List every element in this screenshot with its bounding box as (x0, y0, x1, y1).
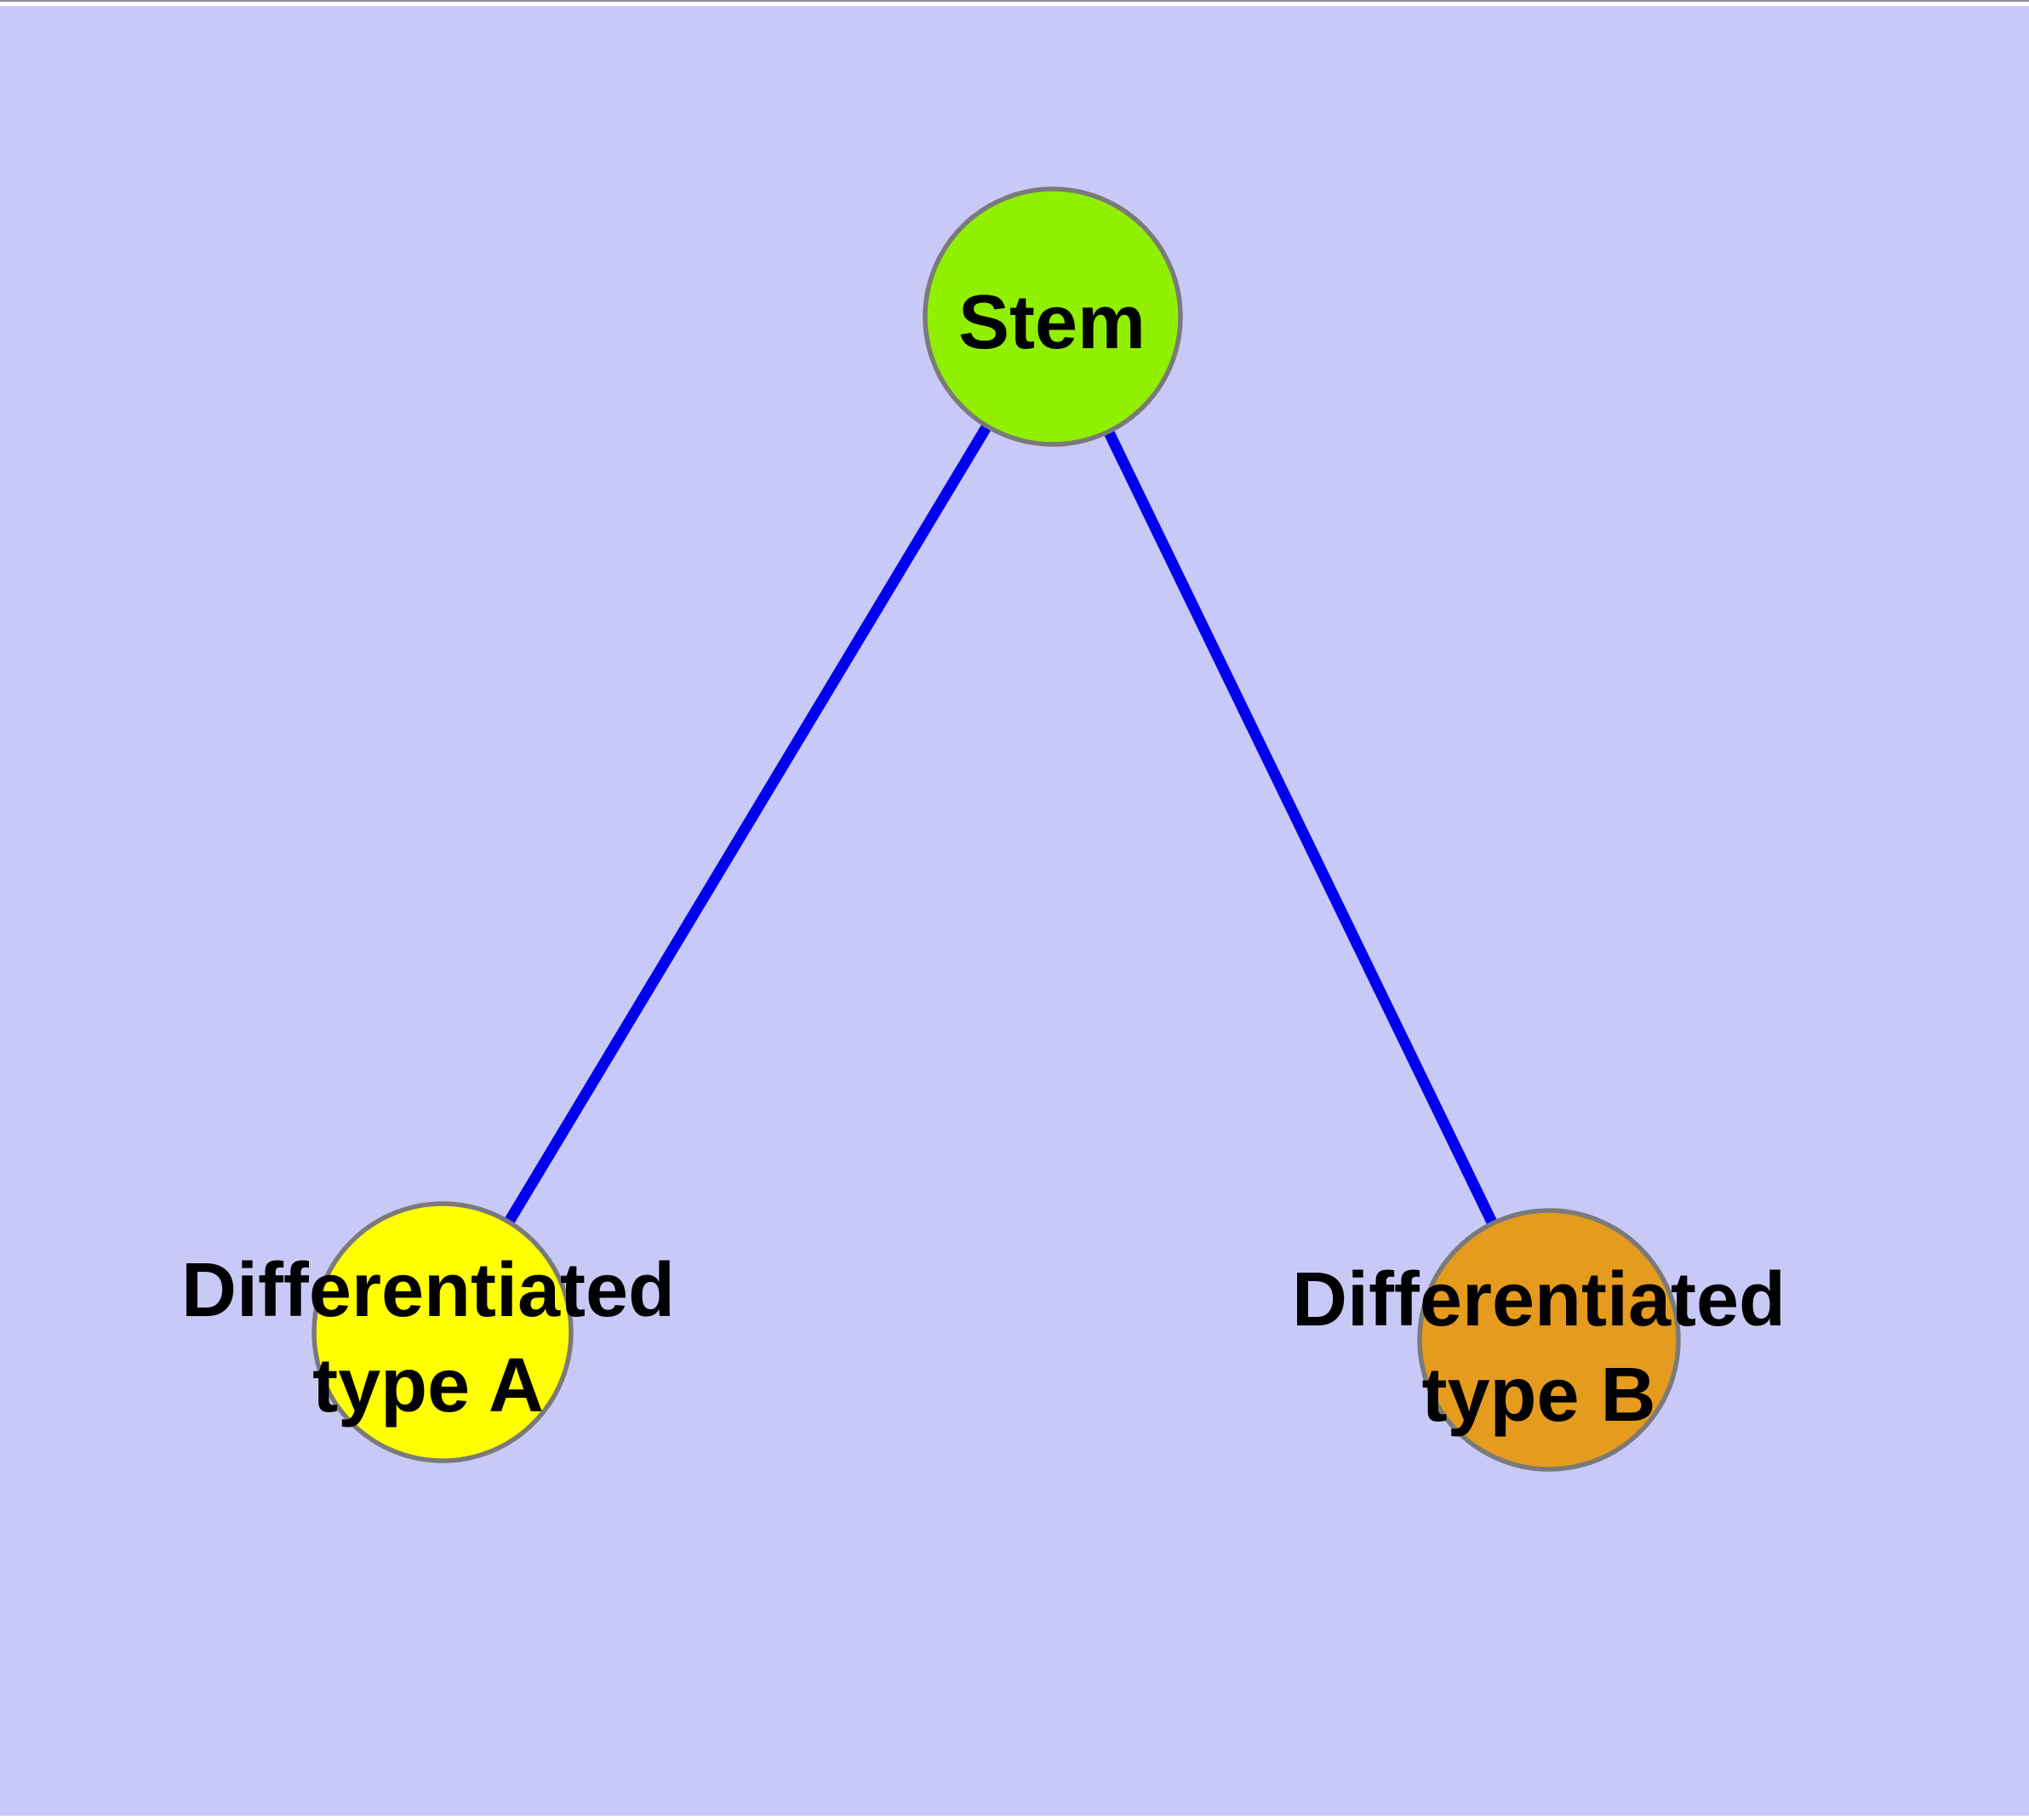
differentiated-type-a-label-line-1: Differentiated (181, 1248, 675, 1333)
stem-label-line-1: Stem (958, 280, 1146, 365)
node-stem[interactable]: Stem (923, 186, 1183, 447)
stem-circle[interactable] (923, 186, 1183, 447)
top-border-strip (0, 0, 2029, 6)
edge-stem-to-differentiated-type-b (1048, 314, 1554, 1342)
differentiated-type-b-label-line-1: Differentiated (1292, 1257, 1786, 1342)
node-differentiated-type-a[interactable]: Differentiated type A (181, 1201, 675, 1463)
differentiated-type-b-label-line-2: type B (1421, 1353, 1655, 1438)
edge-stem-to-differentiated-type-a (437, 313, 1058, 1336)
differentiated-type-a-circle[interactable] (311, 1201, 574, 1463)
differentiated-type-a-label-line-2: type A (312, 1343, 544, 1428)
bottom-border-strip (0, 1816, 2029, 1820)
node-differentiated-type-b[interactable]: Differentiated type B (1292, 1208, 1786, 1472)
differentiated-type-b-circle[interactable] (1417, 1208, 1681, 1472)
